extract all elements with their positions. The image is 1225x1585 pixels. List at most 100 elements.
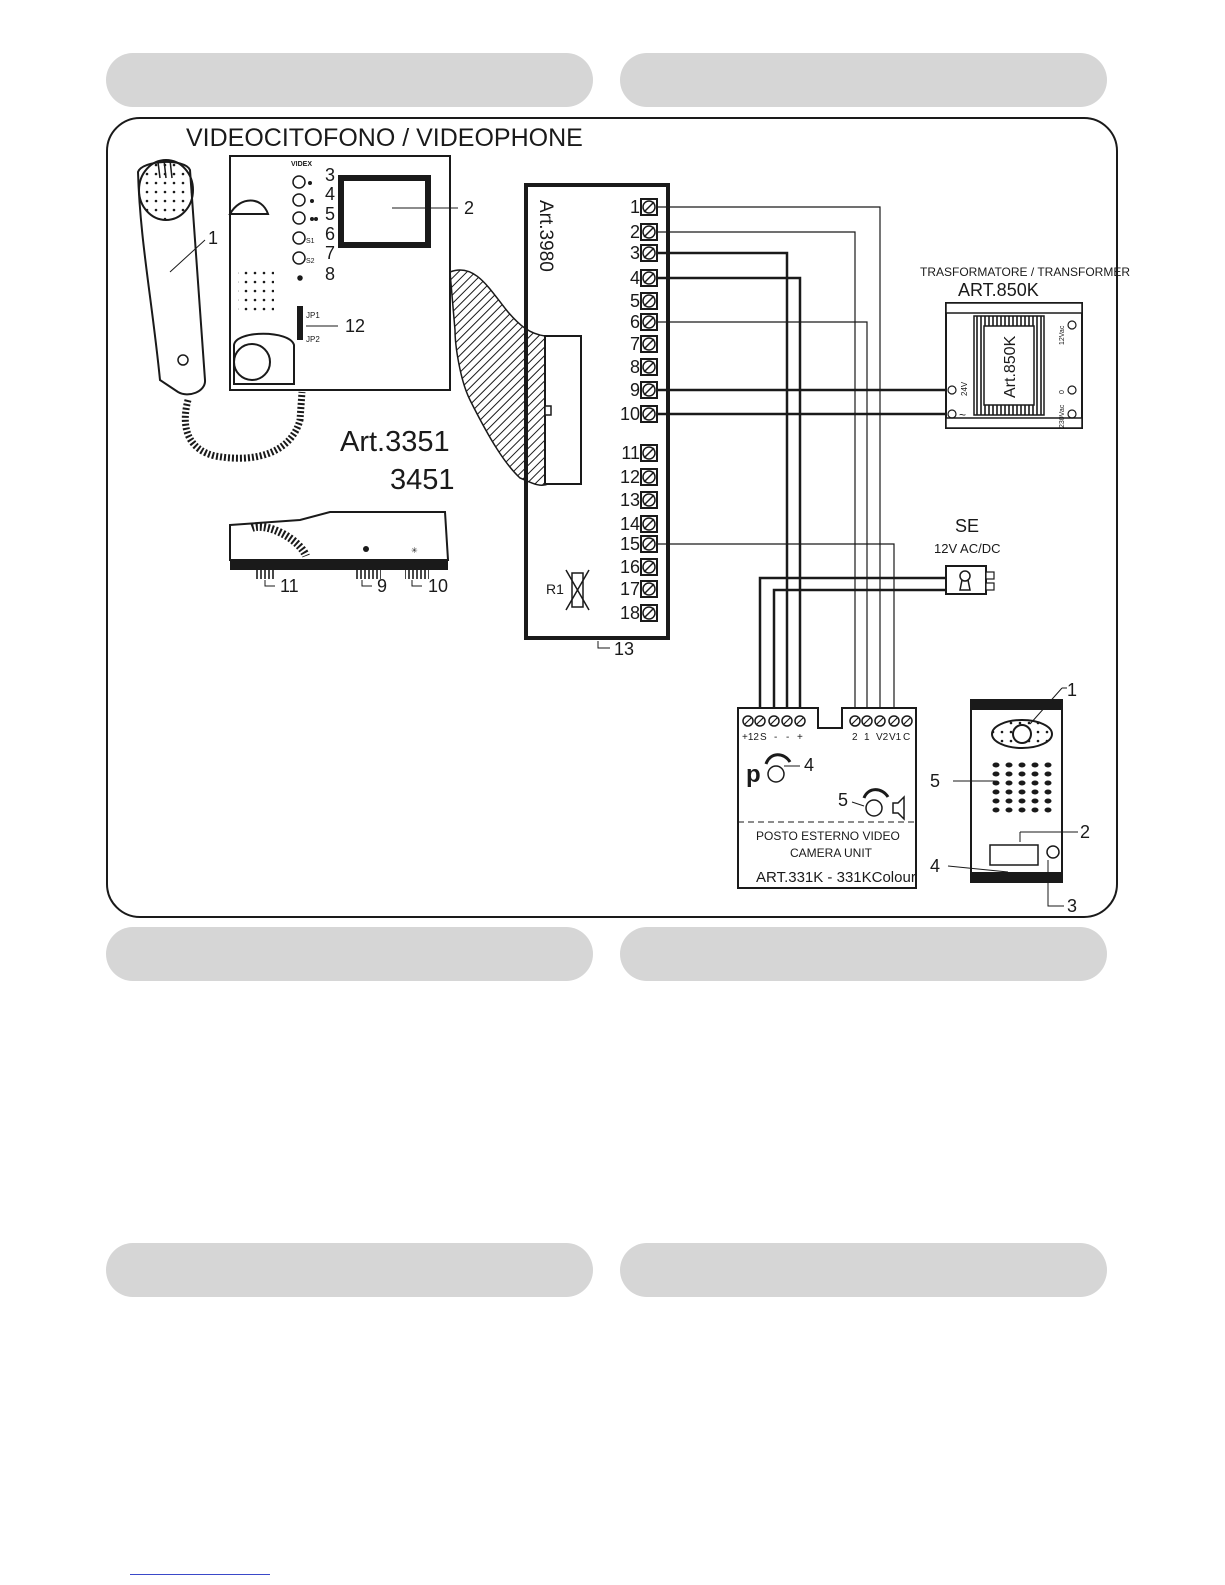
grille-hole [1018,771,1026,777]
camera-line-2: CAMERA UNIT [790,846,873,860]
section-header-top-right [620,53,1107,107]
s1-label: S1 [306,238,315,245]
camera-terminal-slot [744,717,752,725]
lock-rating: 12V AC/DC [934,541,1000,556]
callout-4: 4 [325,184,335,204]
section-header-low-left [106,1243,593,1297]
terminal-screw-head-10 [642,407,656,421]
grille-hole [1044,762,1052,768]
section-header-mid-right [620,927,1107,981]
grille-hole [1044,780,1052,786]
cam-term-label-9: C [903,732,910,743]
transformer-model: ART.850K [958,280,1039,300]
terminal-screw-head-11 [642,446,656,460]
grille-hole [1044,771,1052,777]
section-header-mid-left [106,927,593,981]
terminal-slot-2 [643,226,655,238]
terminal-slot-13 [643,494,655,506]
grille-hole [1005,789,1013,795]
cam-term-label-3: - [786,732,789,743]
callout-8: 8 [325,264,335,284]
camera-model: ART.331K - 331KColour [756,869,916,886]
panel-callout-4: 4 [930,856,940,876]
transformer-body-label: Art.850K [1002,335,1019,398]
s2-label: S2 [306,258,315,265]
terminal-screw-head-16 [642,560,656,574]
svg-text:✳: ✳ [411,546,418,555]
terminal-screw-head-4 [642,271,656,285]
grille-hole [1031,807,1039,813]
grille-hole [992,789,1000,795]
terminal-slot-1 [643,201,655,213]
terminal-slot-17 [643,583,655,595]
terminal-label-9: 9 [630,380,640,400]
model-line-1: Art.3351 [340,426,450,458]
jp1-label: JP1 [306,311,320,320]
videophone: VIDEOCITOFONO / VIDEOPHONE 1 VIDEX 2 [136,124,583,496]
terminal-slot-5 [643,295,655,307]
camera-terminal-slot [783,717,791,725]
transformer: TRASFORMATORE / TRANSFORMER ART.850K Art… [920,265,1130,429]
callout-10: 10 [428,576,448,596]
grille-hole [1005,798,1013,804]
terminal-slot-3 [643,247,655,259]
callout-handset: 1 [208,228,218,248]
grille-hole [1031,798,1039,804]
terminal-label-1: 1 [630,197,640,217]
resistor-r1: R1 [546,569,590,611]
cam-term-label-5: 2 [852,732,858,743]
wiring-diagram-frame [106,117,1118,918]
monitor-buttons [292,175,306,281]
grille-hole [1031,780,1039,786]
terminal-label-15: 15 [620,534,640,554]
cam-term-label-0: +12 [742,732,759,743]
grille-hole [992,798,1000,804]
terminal-label-13: 13 [620,490,640,510]
transformer-24v: 24V [960,381,969,396]
terminal-screw-head-18 [642,606,656,620]
terminal-slot-11 [643,447,655,459]
grille-hole [1031,771,1039,777]
handset-cord [181,391,306,462]
camera-terminal-slot [890,717,898,725]
terminal-screw-head-1 [642,200,656,214]
panel-callout-2: 2 [1080,822,1090,842]
wiring [657,206,946,716]
terminal-slot-15 [643,538,655,550]
terminal-screw-head-7 [642,337,656,351]
camera-terminal-slot [876,717,884,725]
terminal-slot-16 [643,561,655,573]
cam-term-label-2: - [774,732,777,743]
transformer-12vac: 12Vac [1059,325,1066,345]
grille-hole [1031,762,1039,768]
terminal-screw-head-8 [642,360,656,374]
terminal-slot-7 [643,338,655,350]
grille-hole [992,762,1000,768]
callout-12: 12 [345,316,365,336]
camera-unit: +12 S - - + 2 1 V2 V1 C p 4 5 POSTO ESTE… [737,707,917,889]
callout-9: 9 [377,576,387,596]
camera-terminal-slot [796,717,804,725]
grille-hole [1018,780,1026,786]
terminal-label-10: 10 [620,404,640,424]
videophone-side-view: ✳ 11 9 10 [229,511,450,596]
camera-terminal-slot [851,717,859,725]
terminal-label-11: 11 [621,443,640,463]
transformer-230vac: 230Vac [1059,404,1066,428]
camera-callout-4: 4 [804,755,814,775]
terminal-slot-4 [643,272,655,284]
terminal-label-5: 5 [630,291,640,311]
grille-hole [1018,789,1026,795]
terminal-slot-9 [643,384,655,396]
terminal-screw-head-2 [642,225,656,239]
cam-term-label-4: + [797,732,803,743]
grille-hole [1018,798,1026,804]
camera-terminal-slot [903,717,911,725]
cam-term-label-7: V2 [876,732,889,743]
callout-5: 5 [325,204,335,224]
resistor-label: R1 [546,581,564,597]
terminal-label-16: 16 [620,557,640,577]
callout-3: 3 [325,165,335,185]
